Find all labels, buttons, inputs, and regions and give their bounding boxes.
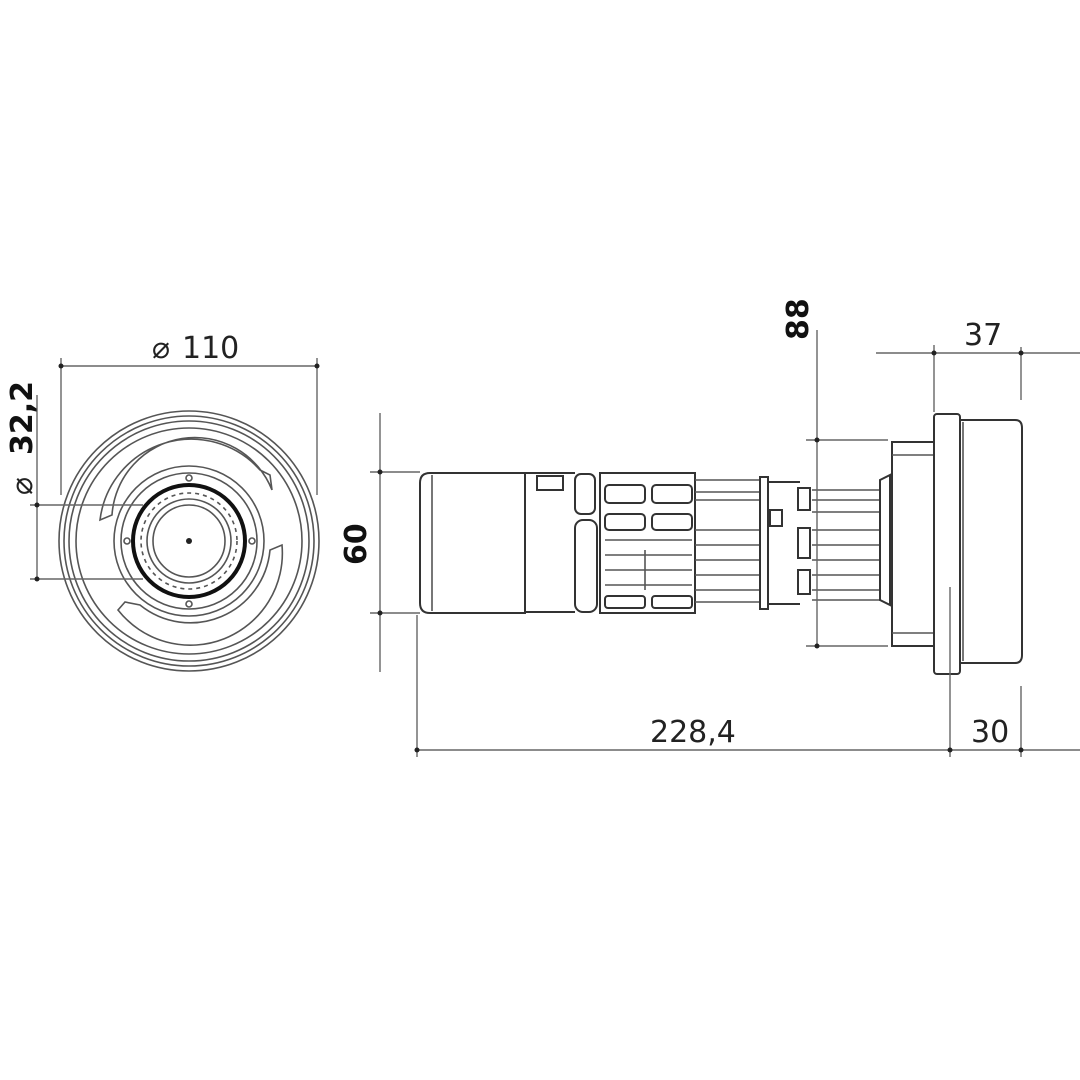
front-view bbox=[30, 358, 320, 672]
depth-37-label: 37 bbox=[964, 318, 1002, 353]
length-228-4-label: 228,4 bbox=[650, 715, 736, 750]
side-view bbox=[370, 330, 1080, 757]
diameter-110-symbol: ⌀ bbox=[152, 331, 170, 366]
height-88-label: 88 bbox=[781, 298, 816, 340]
diameter-32-2-symbol: ⌀ bbox=[5, 477, 40, 495]
thickness-30-label: 30 bbox=[971, 715, 1009, 750]
diameter-32-2-label: 32,2 bbox=[5, 381, 40, 455]
diameter-110-label: 110 bbox=[182, 331, 239, 366]
height-60-label: 60 bbox=[339, 523, 374, 565]
